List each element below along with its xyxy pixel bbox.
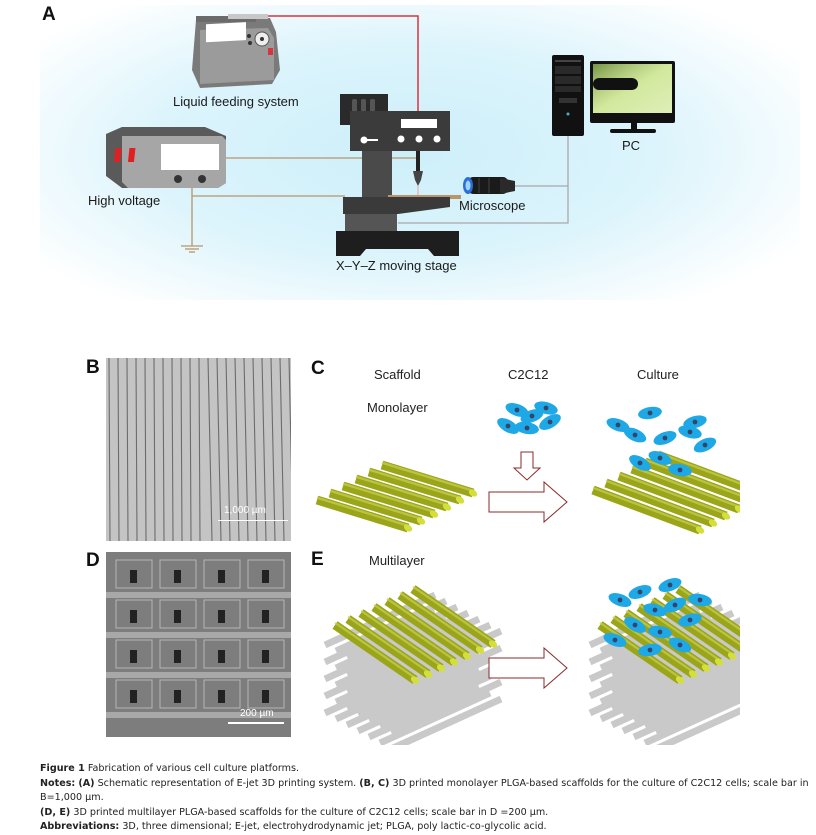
- cell-nucleus: [506, 424, 511, 429]
- fiber-line: [118, 358, 119, 541]
- label-pc: PC: [622, 138, 640, 153]
- cell-nucleus: [698, 598, 703, 603]
- label-microscope: Microscope: [459, 198, 525, 213]
- fiber-line: [127, 358, 128, 541]
- fiber-line: [145, 358, 146, 541]
- monolayer-culture-diagram: [300, 380, 740, 540]
- arrow-right-icon: [489, 482, 567, 522]
- fiber-line: [289, 358, 291, 541]
- fiber-line: [208, 358, 212, 541]
- cell-nucleus: [633, 623, 638, 628]
- pore: [174, 690, 181, 703]
- scale-bar-d: [228, 722, 284, 724]
- microscope-camera-icon: [463, 177, 515, 194]
- microscope-cable: [513, 135, 568, 186]
- pore: [130, 610, 137, 623]
- cell-nucleus: [653, 608, 658, 613]
- panel-c-letter: C: [311, 358, 325, 380]
- cell-nucleus: [548, 420, 553, 425]
- label-high-voltage: High voltage: [88, 193, 160, 208]
- cell-nucleus: [678, 468, 683, 473]
- high-voltage-supply-icon: [106, 127, 226, 188]
- pore: [262, 570, 269, 583]
- cell-nucleus: [616, 423, 621, 428]
- multilayer-culture-diagram: [300, 570, 740, 745]
- ground-icon: [181, 246, 203, 252]
- panel-b-letter: B: [86, 357, 100, 379]
- cell-nucleus: [688, 618, 693, 623]
- caption-notes-line2: (D, E) 3D printed multilayer PLGA-based …: [40, 806, 810, 821]
- syringe-pump-icon: [192, 14, 280, 88]
- label-multilayer: Multilayer: [369, 553, 425, 568]
- pore: [218, 610, 225, 623]
- cell-nucleus: [633, 433, 638, 438]
- arrow-down-icon: [514, 452, 540, 480]
- cell-nucleus: [530, 414, 535, 419]
- fiber-line: [163, 358, 164, 541]
- cell-nucleus: [668, 583, 673, 588]
- xyz-stage-printer-icon: [336, 94, 461, 256]
- caption-title: Figure 1 Fabrication of various cell cul…: [40, 762, 810, 777]
- pore: [262, 610, 269, 623]
- fiber-line: [217, 358, 221, 541]
- pore: [218, 650, 225, 663]
- pore: [218, 570, 225, 583]
- cell-nucleus: [544, 406, 549, 411]
- pore: [218, 690, 225, 703]
- fiber-line: [280, 358, 284, 541]
- label-liquid-feeding-system: Liquid feeding system: [173, 94, 299, 109]
- pore: [130, 690, 137, 703]
- cell-nucleus: [703, 443, 708, 448]
- pore: [262, 650, 269, 663]
- fiber-band: [106, 632, 291, 638]
- pore: [262, 690, 269, 703]
- cell-nucleus: [678, 643, 683, 648]
- cell-nucleus: [663, 436, 668, 441]
- fiber-line: [199, 358, 200, 541]
- fiber-line: [271, 358, 275, 541]
- fiber-band: [106, 592, 291, 598]
- fiber-line: [154, 358, 155, 541]
- label-xyz-moving-stage: X–Y–Z moving stage: [336, 258, 457, 273]
- cell-nucleus: [638, 461, 643, 466]
- cell-nucleus: [658, 456, 663, 461]
- monolayer-micrograph: 1,000 µm: [106, 358, 291, 541]
- cell-nucleus: [658, 630, 663, 635]
- pore: [174, 610, 181, 623]
- monitor-icon: [590, 61, 675, 133]
- panel-d-letter: D: [86, 550, 100, 572]
- fiber-line: [136, 358, 137, 541]
- cell-nucleus: [688, 430, 693, 435]
- pore: [174, 570, 181, 583]
- pore: [174, 650, 181, 663]
- cell-nucleus: [693, 420, 698, 425]
- multilayer-micrograph: 200 µm: [106, 552, 291, 737]
- scale-bar-b-label: 1,000 µm: [224, 505, 266, 516]
- cell-nucleus: [648, 648, 653, 653]
- cell-nucleus: [515, 408, 520, 413]
- fiber-band: [106, 672, 291, 678]
- cell-nucleus: [525, 426, 530, 431]
- caption-abbreviations: Abbreviations: 3D, three dimensional; E-…: [40, 820, 810, 835]
- cell-nucleus: [618, 598, 623, 603]
- cell-nucleus: [648, 411, 653, 416]
- caption-notes-line1: Notes: (A) Schematic representation of E…: [40, 777, 810, 806]
- pore: [130, 570, 137, 583]
- cell-nucleus: [613, 638, 618, 643]
- fiber-line: [190, 358, 191, 541]
- pc-tower-icon: [552, 55, 584, 136]
- panel-e-letter: E: [311, 549, 324, 571]
- fiber-line: [172, 358, 173, 541]
- cell-nucleus: [673, 603, 678, 608]
- pore: [130, 650, 137, 663]
- figure-caption: Figure 1 Fabrication of various cell cul…: [40, 762, 810, 835]
- scale-bar-b: [218, 520, 288, 521]
- fiber-line: [109, 358, 110, 541]
- cell-nucleus: [638, 590, 643, 595]
- scale-bar-d-label: 200 µm: [240, 708, 274, 719]
- fiber-line: [181, 358, 182, 541]
